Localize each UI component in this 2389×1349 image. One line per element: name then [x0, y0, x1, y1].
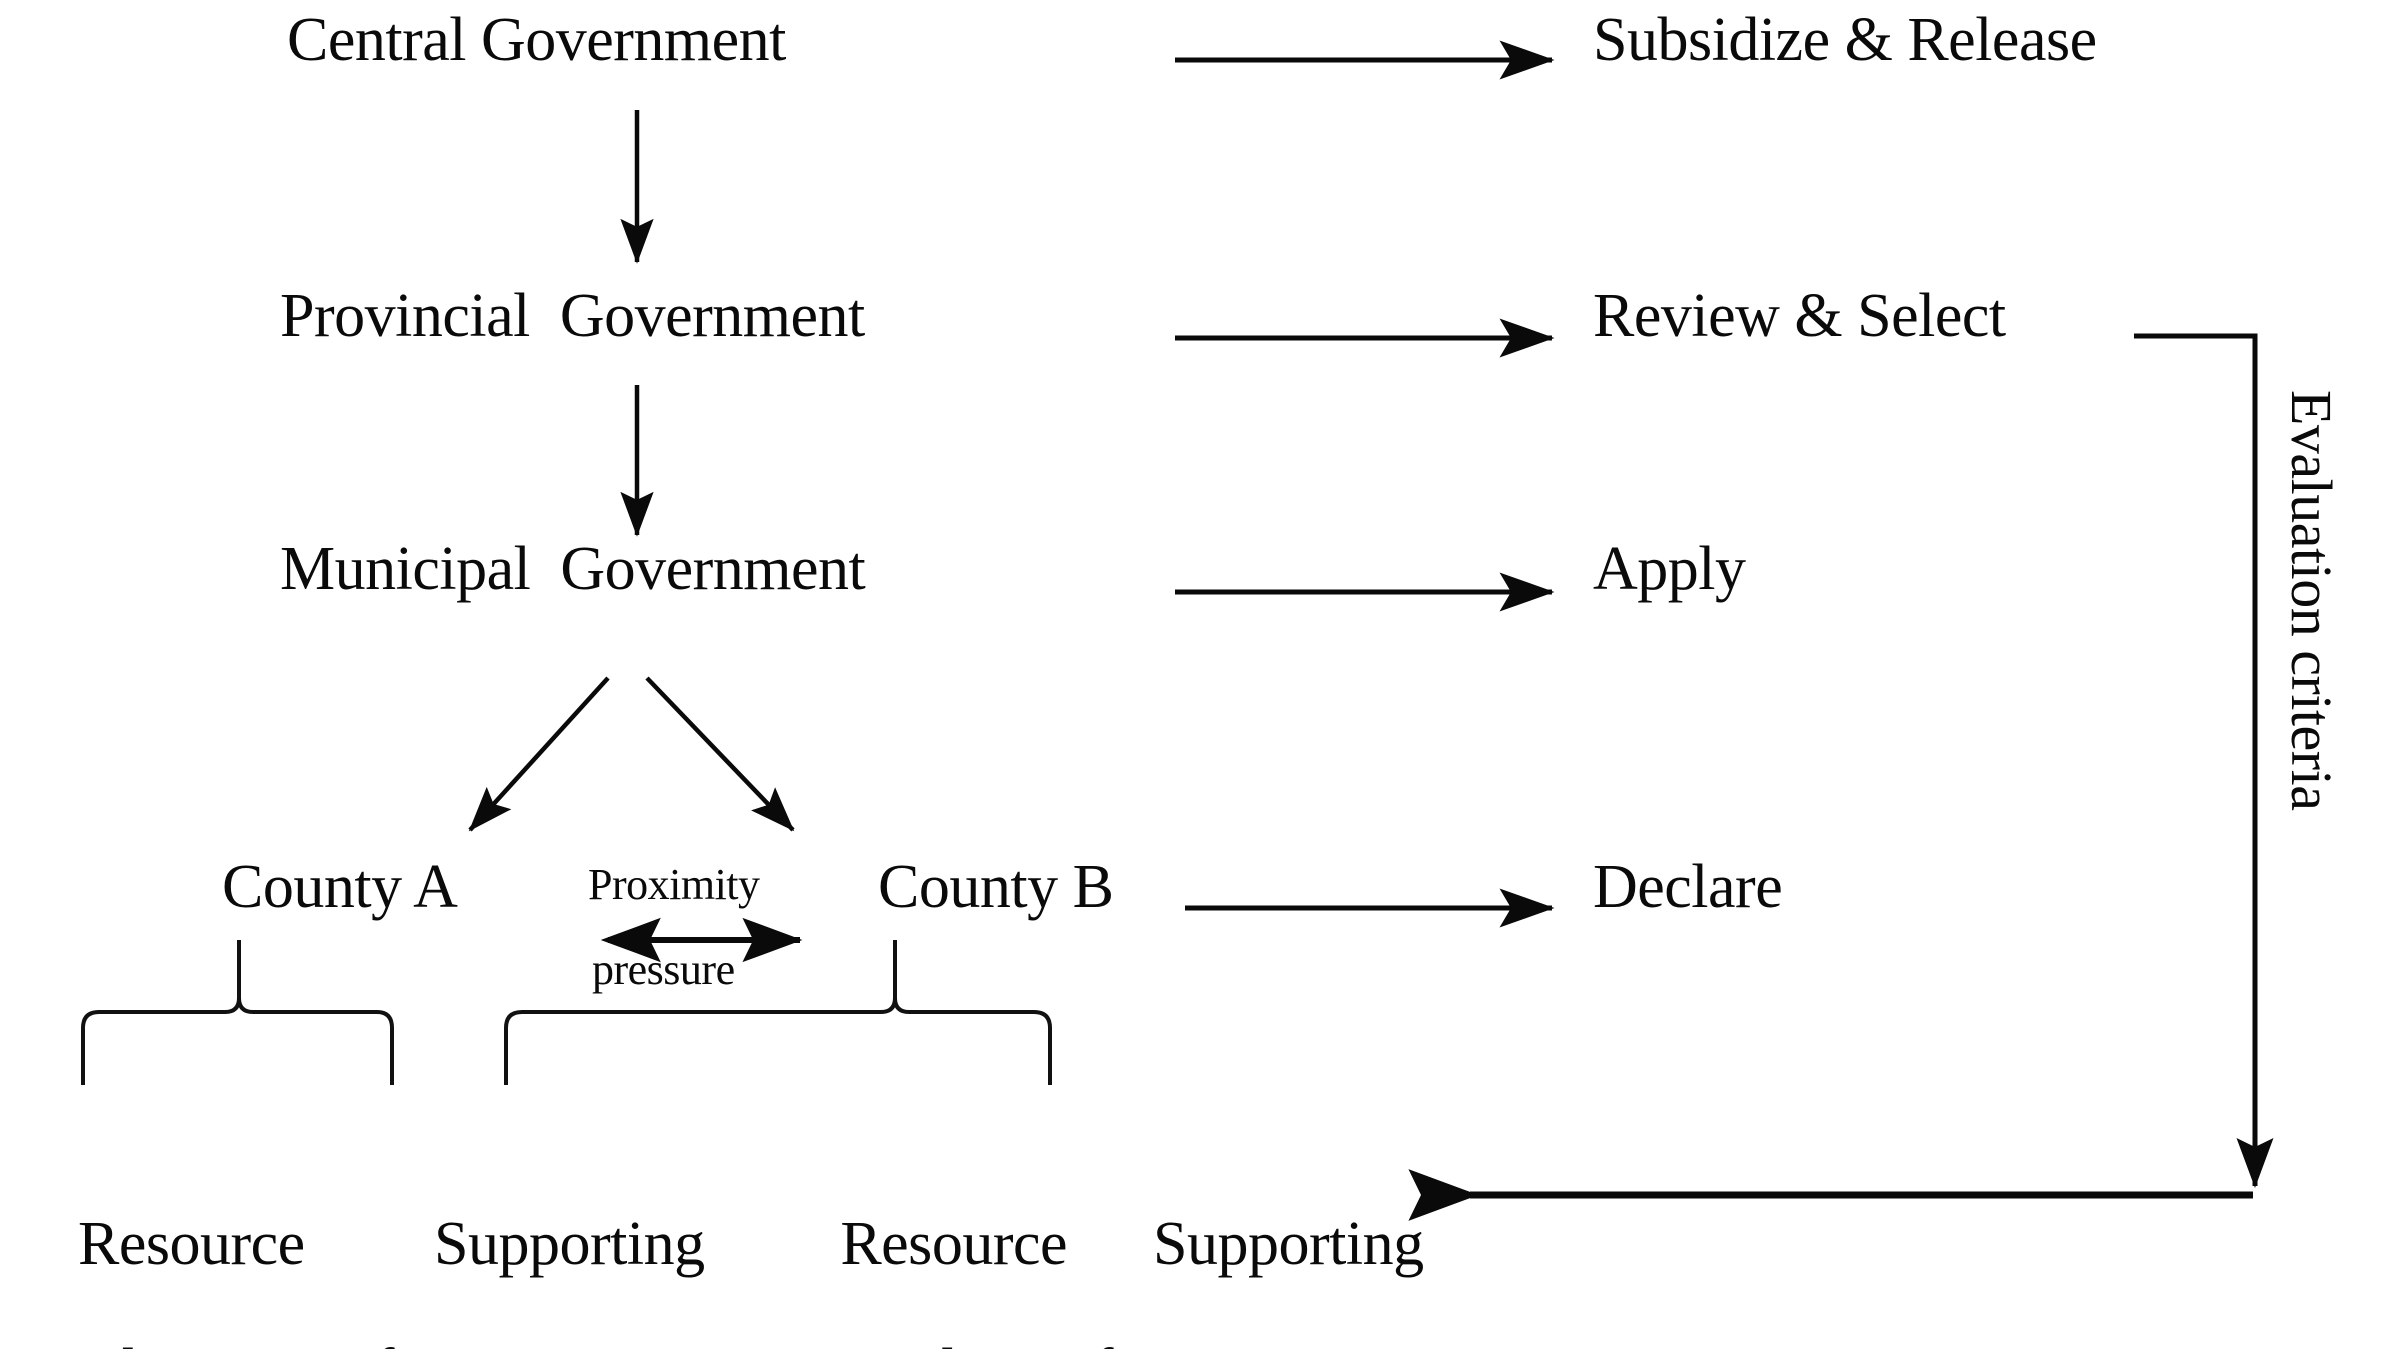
path-evaluation-criteria	[2134, 333, 2274, 1188]
node-provincial-government[interactable]: Provincial Government	[280, 282, 865, 350]
determinant-line-1: Supporting	[1153, 1210, 1424, 1279]
node-central-government[interactable]: Central Government	[287, 6, 786, 74]
determinant-line-1: Resource	[78, 1210, 305, 1279]
determinant-county-a-supporting-factors[interactable]: Supporting factors	[374, 1150, 705, 1349]
label-pressure: pressure	[592, 945, 735, 994]
determinant-line-1: Supporting	[434, 1210, 705, 1279]
label-evaluation-criteria: Evaluation criteria	[2279, 390, 2344, 811]
arrow-municipal-to-countya	[468, 676, 610, 832]
determinant-line-2: condition	[737, 1339, 1067, 1349]
determinant-line-2: factors	[1093, 1339, 1424, 1349]
brace-county-a	[81, 968, 394, 1085]
action-review-and-select[interactable]: Review & Select	[1593, 282, 2006, 350]
node-county-b[interactable]: County B	[878, 853, 1114, 921]
label-proximity: Proximity	[588, 860, 760, 909]
determinant-line-2: factors	[374, 1339, 705, 1349]
determinant-county-b-resource-condition[interactable]: Resource condition	[737, 1150, 1067, 1349]
action-apply[interactable]: Apply	[1593, 535, 1746, 603]
determinant-line-2: condition	[18, 1339, 305, 1349]
arrow-municipal-to-countyb	[645, 676, 795, 832]
determinant-county-a-resource-condition[interactable]: Resource condition	[18, 1150, 305, 1349]
determinant-county-b-supporting-factors[interactable]: Supporting factors	[1093, 1150, 1424, 1349]
node-municipal-government[interactable]: Municipal Government	[280, 535, 866, 603]
brace-county-b	[504, 968, 1052, 1085]
node-county-a[interactable]: County A	[222, 853, 458, 921]
determinant-line-1: Resource	[840, 1210, 1067, 1279]
action-subsidize-and-release[interactable]: Subsidize & Release	[1593, 6, 2097, 74]
action-declare[interactable]: Declare	[1593, 853, 1783, 921]
